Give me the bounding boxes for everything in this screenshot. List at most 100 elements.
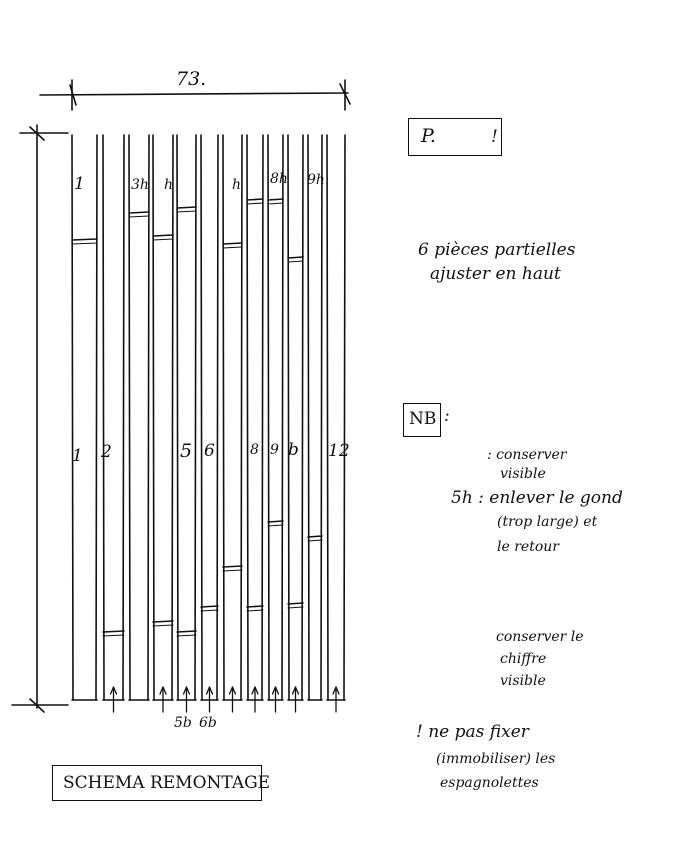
plank-edge xyxy=(301,134,304,701)
note-number-2: chiffre xyxy=(500,651,547,667)
title-box: SCHEMA REMONTAGE xyxy=(52,765,270,801)
arrow-up-icon xyxy=(231,686,237,695)
dimension-tick xyxy=(29,698,45,713)
plank-edge xyxy=(307,134,310,701)
arrow-up-icon xyxy=(109,686,115,695)
plank-joint xyxy=(287,256,304,259)
note-5h-3: le retour xyxy=(497,539,559,555)
plank-edge xyxy=(71,134,74,701)
plank-joint xyxy=(200,605,219,608)
note-5h-1: 5h : enlever le gond xyxy=(451,488,623,508)
plank-label: 8 xyxy=(250,442,259,458)
plank-joint xyxy=(246,609,264,612)
plank-edge xyxy=(171,134,174,701)
plank-joint xyxy=(267,202,284,205)
plank-edge xyxy=(200,134,203,701)
top-label: h xyxy=(164,177,174,193)
plank-edge xyxy=(267,134,270,701)
plank-joint xyxy=(222,246,243,249)
top-label: 1 xyxy=(74,174,85,194)
plank-joint xyxy=(176,206,197,209)
plank-joint xyxy=(71,242,98,245)
overall-width-dimension: 73. xyxy=(176,68,207,90)
top-label: 3h xyxy=(131,177,149,193)
plank-edge xyxy=(95,134,98,701)
note-keep-2: visible xyxy=(500,466,546,482)
plank-joint xyxy=(222,569,243,572)
plank-joint xyxy=(267,520,284,523)
note-partial-2: ajuster en haut xyxy=(430,264,561,284)
bottom-label: 6b xyxy=(199,715,217,731)
plank-edge xyxy=(216,134,219,701)
plank-joint xyxy=(200,609,219,612)
plank-joint xyxy=(222,242,243,245)
plank-joint xyxy=(267,524,284,527)
plank-joint xyxy=(307,539,323,542)
note-number-1: conserver le xyxy=(496,629,584,645)
top-label: 9h xyxy=(307,172,325,188)
plank-label: 9 xyxy=(270,442,279,458)
arrow-up-icon xyxy=(291,686,297,695)
bottom-label: 5b xyxy=(174,715,192,731)
plank-joint xyxy=(287,260,304,263)
arrow-up-icon xyxy=(271,686,277,695)
p-box: P. ! xyxy=(408,118,502,156)
p-label: P. xyxy=(421,125,436,147)
plank-edge xyxy=(152,134,155,701)
plank-edge xyxy=(147,134,150,701)
plank-edge xyxy=(343,134,346,701)
plank-joint xyxy=(246,605,264,608)
plank-edge xyxy=(122,134,125,701)
plank-joint xyxy=(222,565,243,568)
note-number-3: visible xyxy=(500,673,546,689)
arrow-up-icon xyxy=(294,686,300,695)
top-label: 8h xyxy=(270,171,288,187)
dimension-tick xyxy=(69,84,77,106)
p-exclamation: ! xyxy=(491,127,498,147)
plank-label: 6 xyxy=(204,441,215,461)
plank-label: b xyxy=(288,440,299,460)
note-keep-1: : conserver xyxy=(487,447,567,463)
plank-edge xyxy=(222,134,225,701)
arrow-up-icon xyxy=(159,686,164,695)
arrow-up-icon xyxy=(332,686,337,695)
plank-label: 5 xyxy=(180,440,193,462)
note-warning-3: espagnolettes xyxy=(440,775,539,791)
note-5h-2: (trop large) et xyxy=(497,514,598,530)
arrow-up-icon xyxy=(335,686,340,695)
plank-edge xyxy=(326,134,329,701)
arrow-up-icon xyxy=(251,686,256,695)
plank-joint xyxy=(152,234,174,237)
plank-label: 12 xyxy=(328,441,350,461)
plank-joint xyxy=(287,606,304,609)
plank-joint xyxy=(152,620,174,623)
plank-label: 2 xyxy=(101,442,112,462)
plank-edge xyxy=(261,134,264,701)
plank-joint xyxy=(246,202,264,205)
plank-joint xyxy=(71,238,98,241)
arrow-up-icon xyxy=(205,686,211,695)
width-dimension-line xyxy=(39,92,349,96)
plank-joint xyxy=(128,215,150,218)
note-partial-1: 6 pièces partielles xyxy=(418,240,576,260)
plank-edge xyxy=(194,134,197,701)
plank-joint xyxy=(176,210,197,213)
plank-edge xyxy=(176,134,179,701)
arrow-up-icon xyxy=(228,686,234,695)
arrow-up-icon xyxy=(112,686,118,695)
plank-joint xyxy=(307,535,323,538)
note-warning-2: (immobiliser) les xyxy=(436,751,556,767)
plank-edge xyxy=(246,134,249,701)
plank-edge xyxy=(281,134,284,701)
plank-joint xyxy=(267,198,284,201)
plank-joint xyxy=(176,630,197,633)
plank-edge xyxy=(320,134,323,701)
plank-label: 1 xyxy=(72,446,83,466)
drawing-title: SCHEMA REMONTAGE xyxy=(63,773,271,793)
note-warning-1: ! ne pas fixer xyxy=(416,722,529,742)
plank-edge xyxy=(287,134,290,701)
plank-joint xyxy=(176,634,197,637)
plank-joint xyxy=(152,238,174,241)
